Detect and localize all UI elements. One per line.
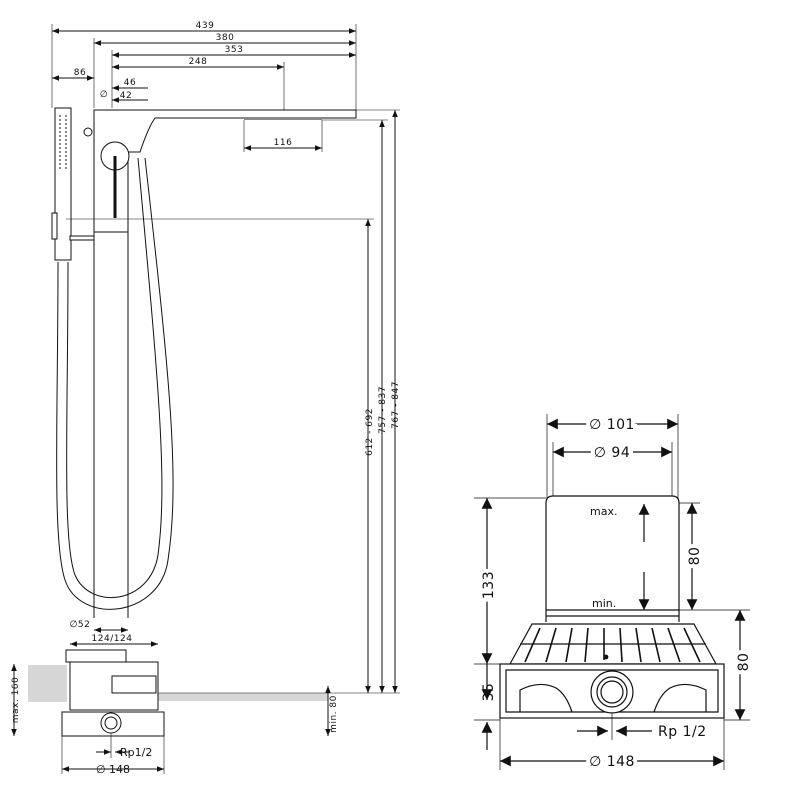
dim-380: 380	[216, 33, 235, 43]
shower-hose	[56, 157, 174, 610]
dim-42: 42	[120, 91, 132, 101]
dim-80-upper: 80	[687, 547, 703, 566]
floor-max-160: max. 160	[11, 677, 21, 724]
dim-148-left: ∅ 148	[96, 763, 130, 776]
top-dimension-lines	[51, 24, 357, 110]
right-view	[474, 414, 750, 770]
dim-94: ∅ 94	[594, 445, 630, 461]
dim-248: 248	[189, 57, 208, 67]
floor-right	[158, 693, 328, 701]
spout-body	[93, 109, 357, 233]
dim-148-right: ∅ 148	[589, 754, 635, 770]
dim-35: 35	[481, 683, 497, 702]
dim-353: 353	[225, 45, 244, 55]
base-ring	[65, 649, 127, 663]
dim-133: 133	[481, 571, 497, 599]
height-757-837: 757 - 837	[378, 386, 388, 434]
dim-80-lower: 80	[736, 653, 752, 672]
connection-rp12: Rp1/2	[120, 746, 152, 759]
label-min: min.	[592, 597, 616, 610]
left-view	[11, 24, 400, 774]
connection-rp-1-2: Rp 1/2	[658, 724, 707, 740]
floor-min-80: min. 80	[329, 695, 339, 733]
left-view-labels: 439 380 353 248 86 46 ∅ 42 116 612 - 692…	[11, 21, 401, 776]
height-767-847: 767 - 847	[391, 381, 401, 429]
dim-46: 46	[124, 78, 136, 88]
label-max: max.	[590, 505, 617, 518]
spray-face	[244, 117, 322, 120]
dim-101: ∅ 101	[589, 417, 635, 433]
height-612-692: 612 - 692	[365, 408, 375, 456]
dim-439: 439	[196, 21, 215, 31]
diameter-symbol: ∅	[100, 90, 108, 100]
dim-116: 116	[274, 138, 293, 148]
plaster-guard	[545, 495, 680, 622]
floor-left	[28, 665, 67, 702]
dim-86: 86	[74, 68, 86, 78]
dim-base-offset: 124/124	[92, 634, 133, 644]
hand-shower	[54, 107, 72, 261]
dim-base-diameter: ∅52	[70, 620, 91, 630]
